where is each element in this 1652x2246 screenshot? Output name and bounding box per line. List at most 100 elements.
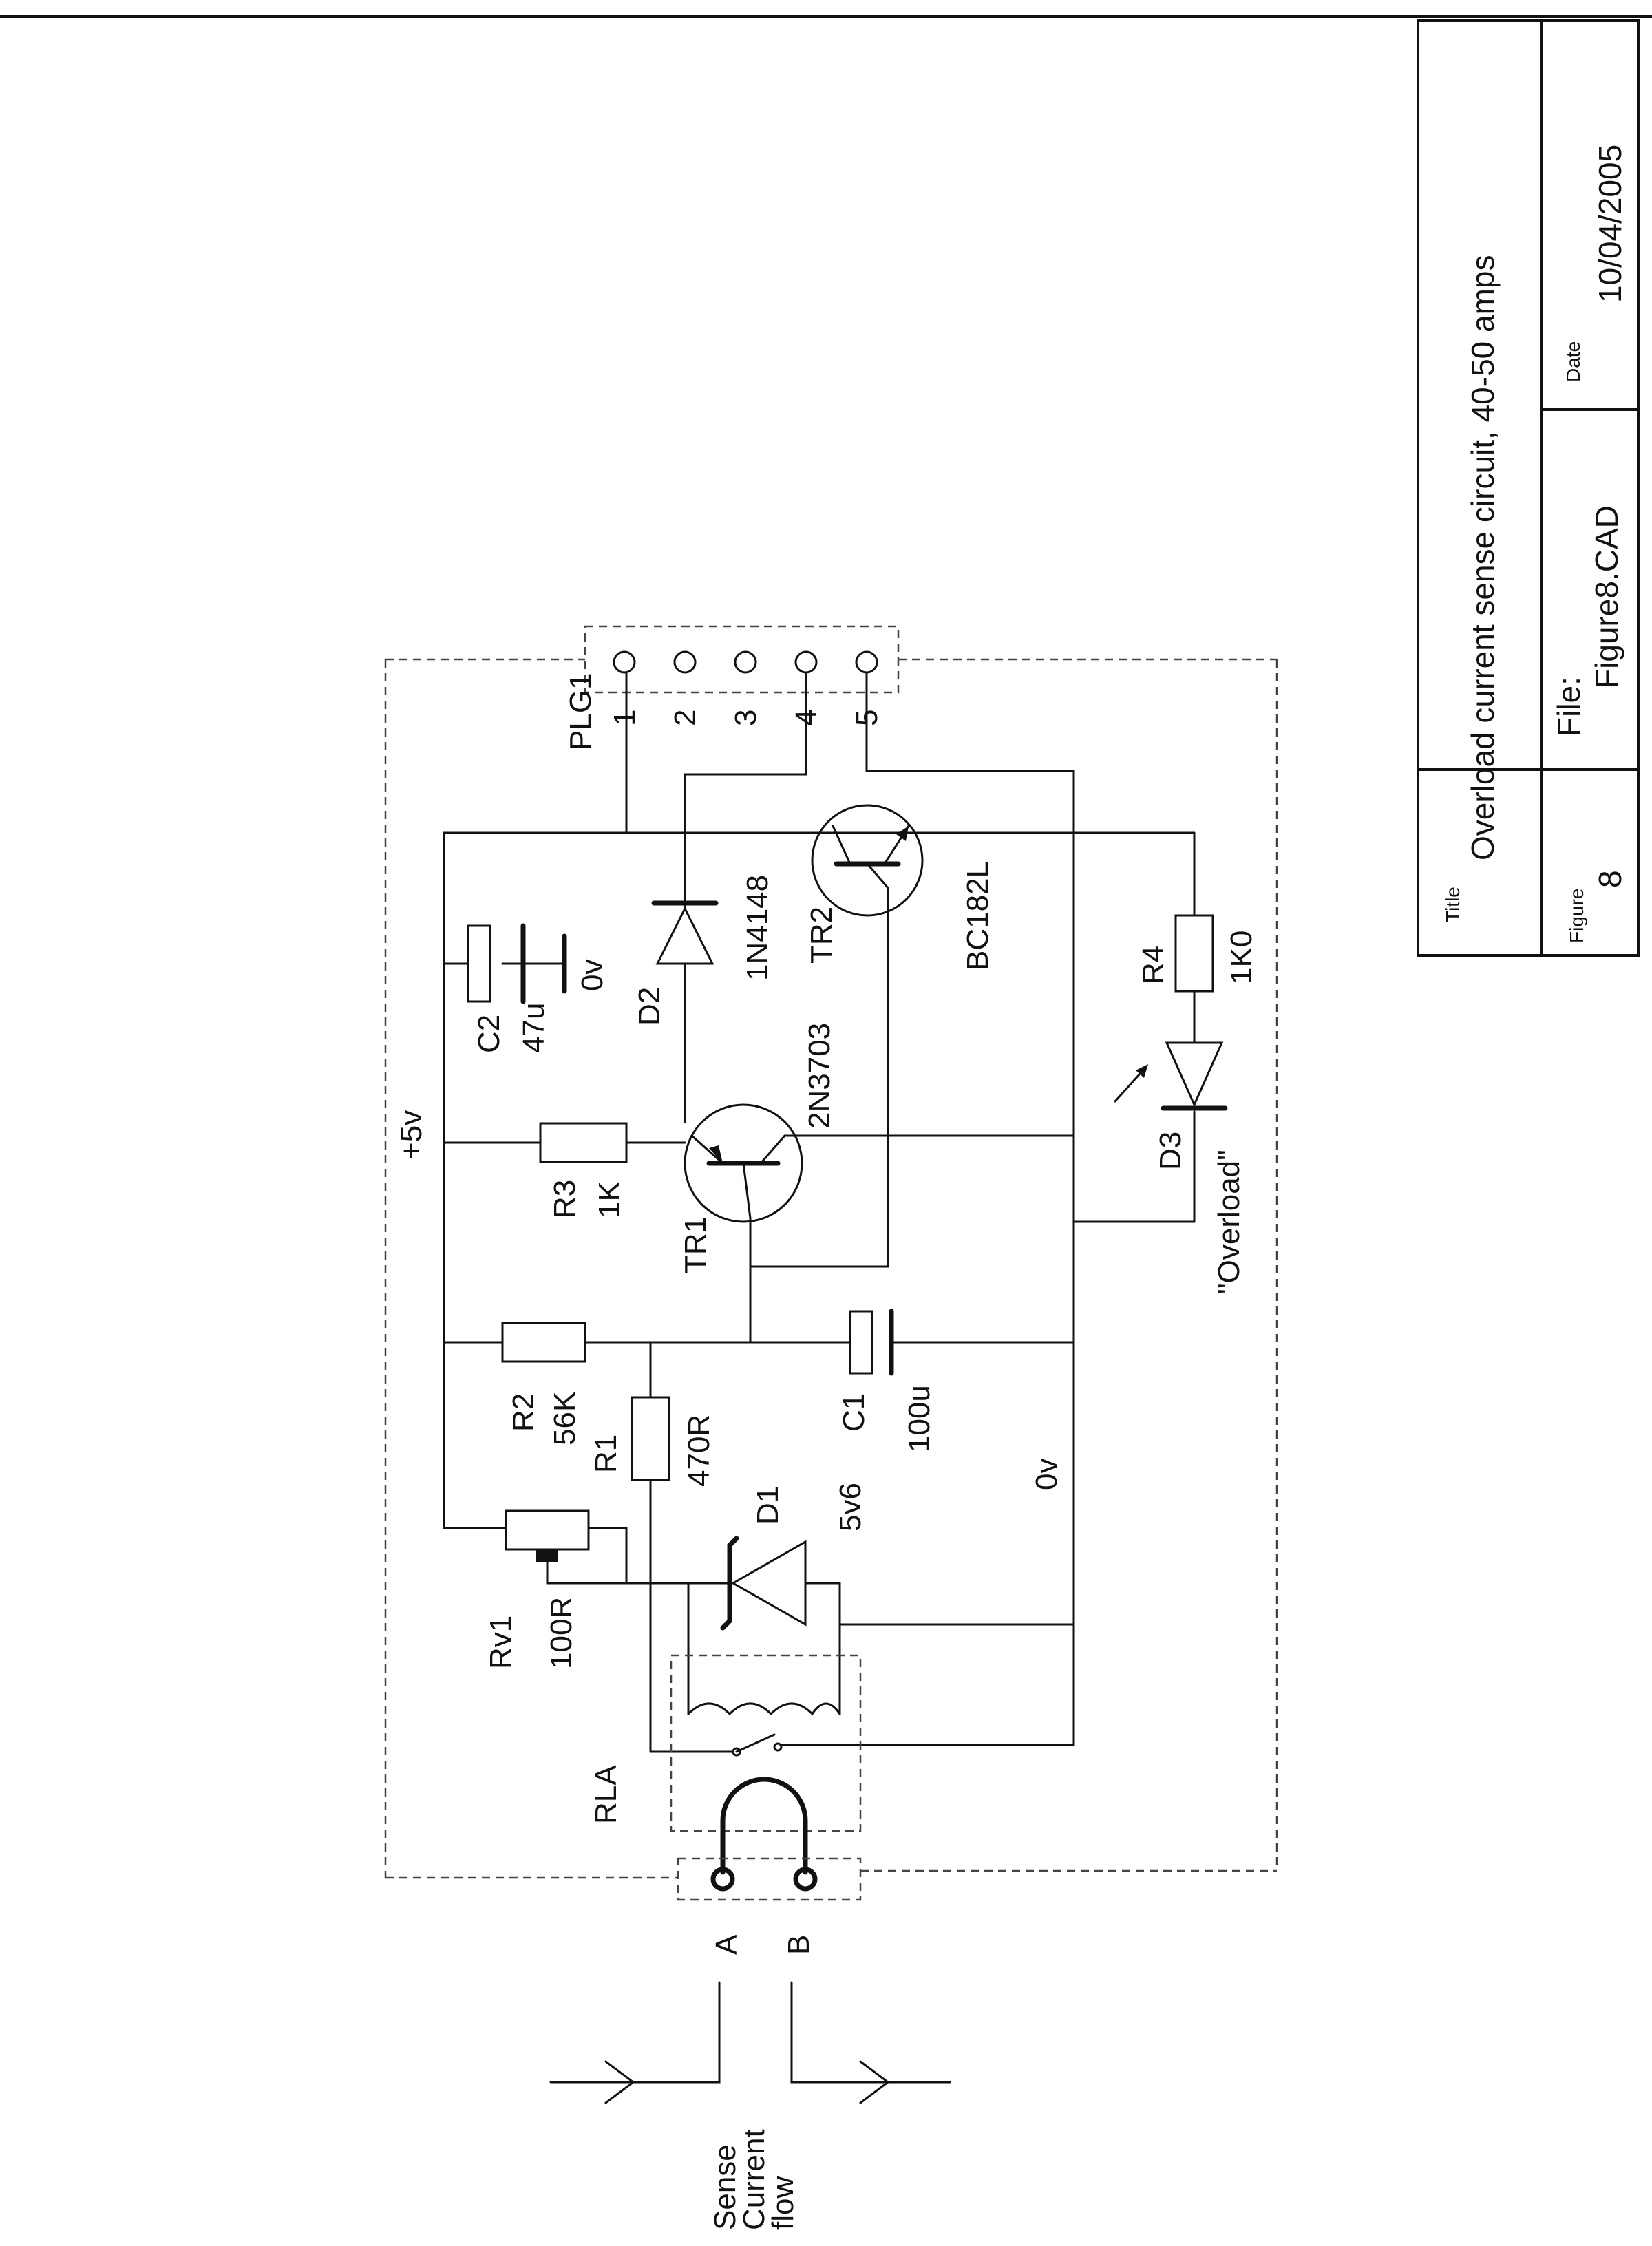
figure-caption: Figure — [1566, 889, 1587, 943]
board-outline — [384, 658, 1278, 1879]
arrow-b — [859, 2060, 890, 2104]
relay-coil — [687, 1702, 841, 1716]
d1-zener-bar — [720, 1536, 739, 1631]
wiring — [443, 671, 1196, 1753]
c1-ref: C1 — [837, 1393, 871, 1432]
rv1-body — [505, 1509, 590, 1551]
sense-label-2: Current — [737, 2129, 771, 2230]
r2-value: 56K — [548, 1392, 582, 1445]
d2-body — [655, 906, 714, 965]
c1-plate-polarised — [849, 1310, 873, 1375]
d3-label: "Overload" — [1212, 1150, 1246, 1294]
terminal-a — [710, 1867, 735, 1892]
r1-body — [631, 1396, 670, 1481]
tr2-value: BC182L — [961, 861, 995, 971]
terminal-a-label: A — [710, 1934, 743, 1955]
date-value: 10/04/2005 — [1592, 145, 1628, 303]
drawing-title: Overload current sense circuit, 40-50 am… — [1465, 255, 1501, 860]
c2-plate-polarised — [467, 924, 491, 1003]
connector-housing — [584, 625, 900, 694]
tr2-emitter-arrow — [896, 826, 909, 841]
file-caption: File: — [1551, 677, 1587, 737]
transistor-tr2: TR2 BC182L — [805, 804, 995, 971]
file-name: Figure8.CAD — [1589, 505, 1624, 688]
connector-pin-2 — [673, 650, 697, 674]
relay-label: RLA — [589, 1765, 623, 1824]
rv1-wiper — [536, 1549, 558, 1562]
preset-rv1: Rv1 100R — [484, 1509, 590, 1669]
wire-supply-rail — [443, 671, 628, 1529]
title-block-frame — [1417, 19, 1640, 957]
wire-pin5-0v — [865, 671, 1075, 772]
connector-pin-5 — [855, 650, 878, 674]
arrow-a — [604, 2060, 635, 2104]
diode-d2: D2 1N4148 — [633, 875, 774, 1026]
wire-b-out — [790, 1981, 951, 2084]
wire-pin4-d2 — [684, 671, 807, 903]
pin-label-1: 1 — [608, 710, 642, 726]
tr1-body — [684, 1103, 803, 1223]
tr1-emitter-arrow — [709, 1145, 723, 1163]
date-caption: Date — [1563, 341, 1584, 382]
wire-a-in — [549, 1981, 721, 2084]
input-connector — [677, 1857, 862, 1901]
tr1-ref: TR1 — [679, 1216, 712, 1273]
r1-value: 470R — [682, 1415, 716, 1487]
r3-value: 1K — [593, 1181, 626, 1218]
r2-body — [501, 1322, 586, 1363]
tr1-value: 2N3703 — [803, 1023, 836, 1129]
pin-label-2: 2 — [668, 710, 702, 726]
led-d3: D3 "Overload" — [1114, 1041, 1246, 1294]
resistor-r3: R3 1K — [539, 1122, 628, 1218]
c1-value: 100u — [902, 1385, 936, 1452]
figure-number: 8 — [1592, 870, 1628, 888]
d2-ref: D2 — [633, 987, 666, 1026]
connector-label: PLG1 — [564, 672, 597, 750]
resistor-r2: R2 56K — [501, 1322, 586, 1445]
d3-ref: D3 — [1154, 1132, 1187, 1170]
transistor-tr1: TR1 2N3703 — [679, 1023, 836, 1273]
capacitor-c2: C2 47u 0v — [467, 923, 609, 1053]
r2-ref: R2 — [507, 1393, 540, 1432]
relay-housing — [670, 1654, 862, 1832]
r3-body — [539, 1122, 628, 1163]
capacitor-c1: C1 100u — [837, 1309, 936, 1452]
connector-pin-4 — [794, 650, 818, 674]
terminal-b-label: B — [782, 1935, 816, 1955]
d1-body — [730, 1540, 807, 1627]
sense-label-1: Sense — [708, 2144, 742, 2230]
d2-value: 1N4148 — [741, 875, 774, 981]
rv1-value: 100R — [544, 1597, 578, 1669]
d3-body — [1165, 1041, 1224, 1108]
d1-value: 5v6 — [834, 1483, 867, 1532]
terminal-b — [793, 1867, 818, 1892]
d1-ref: D1 — [751, 1486, 785, 1525]
resistor-r4: R4 1K0 — [1136, 914, 1258, 993]
r1-ref: R1 — [589, 1434, 623, 1473]
resistor-r1: R1 470R — [589, 1396, 716, 1487]
current-loop — [720, 1777, 808, 1875]
title-caption: Title — [1442, 887, 1463, 922]
supply-label: +5v — [394, 1110, 428, 1160]
ground-rail-label: 0v — [1030, 1459, 1063, 1490]
r4-value: 1K0 — [1225, 931, 1258, 984]
r4-ref: R4 — [1136, 946, 1170, 984]
relay-contact — [735, 1733, 776, 1753]
sense-label-3: flow — [766, 2176, 800, 2230]
relay-rla: RLA — [589, 1654, 862, 1892]
tr2-body — [811, 804, 924, 917]
rv1-ref: Rv1 — [484, 1615, 518, 1669]
input-section: A B Sense Current flow — [549, 1857, 951, 2230]
r3-ref: R3 — [548, 1180, 582, 1218]
connector-pin-3 — [734, 650, 757, 674]
pin-label-3: 3 — [729, 710, 763, 726]
c2-ref: C2 — [472, 1015, 506, 1053]
zener-d1: D1 5v6 — [720, 1483, 867, 1631]
c2-ground-label: 0v — [575, 960, 609, 991]
c2-value: 47u — [517, 1003, 551, 1053]
connector-pin-1 — [613, 650, 636, 674]
r4-body — [1174, 914, 1214, 993]
title-block: Title Overload current sense circuit, 40… — [1417, 19, 1640, 957]
